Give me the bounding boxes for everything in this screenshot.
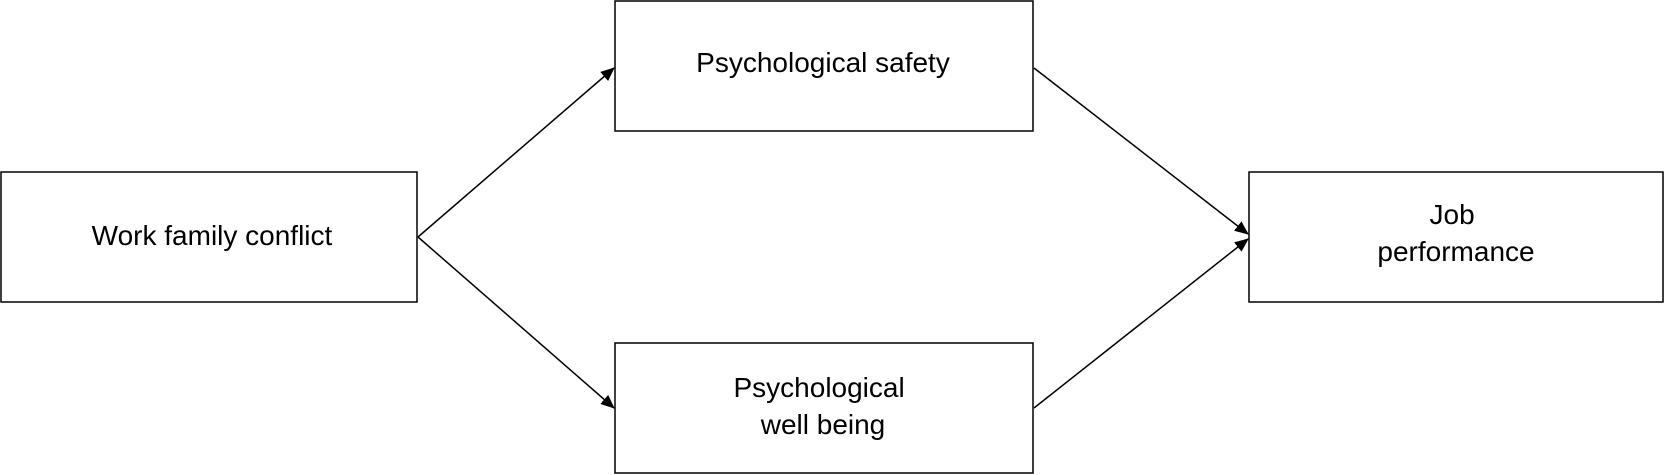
edge-ps-to-jp: [1033, 67, 1249, 235]
node-label: Psychological safety: [696, 47, 950, 78]
node-psychological-well-being: Psychological well being: [614, 342, 1034, 474]
edge-pwb-to-jp: [1033, 238, 1249, 409]
edge-wfc-to-ps: [417, 67, 615, 238]
svg-text:Job performance: Job performance: [1377, 199, 1534, 267]
node-label: Work family conflict: [92, 220, 333, 251]
node-label-line-1: Job: [1430, 199, 1475, 230]
node-box: [1248, 171, 1664, 303]
edges: [417, 67, 1249, 409]
node-label-line-2: well being: [760, 409, 886, 440]
node-box: [614, 0, 1034, 132]
edge-wfc-to-pwb: [417, 236, 615, 409]
node-psychological-safety: Psychological safety: [614, 0, 1034, 132]
svg-text:Psychological safety: Psychological safety: [696, 47, 950, 78]
node-box: [0, 171, 418, 303]
node-work-family-conflict: Work family conflict: [0, 171, 418, 303]
node-label-line-2: performance: [1377, 236, 1534, 267]
node-job-performance: Job performance: [1248, 171, 1664, 303]
node-box: [614, 342, 1034, 474]
node-label-line-1: Psychological: [734, 372, 905, 403]
svg-text:Work family conflict: Work family conflict: [92, 220, 333, 251]
svg-text:Psychological well being: Psychological well being: [734, 372, 913, 440]
